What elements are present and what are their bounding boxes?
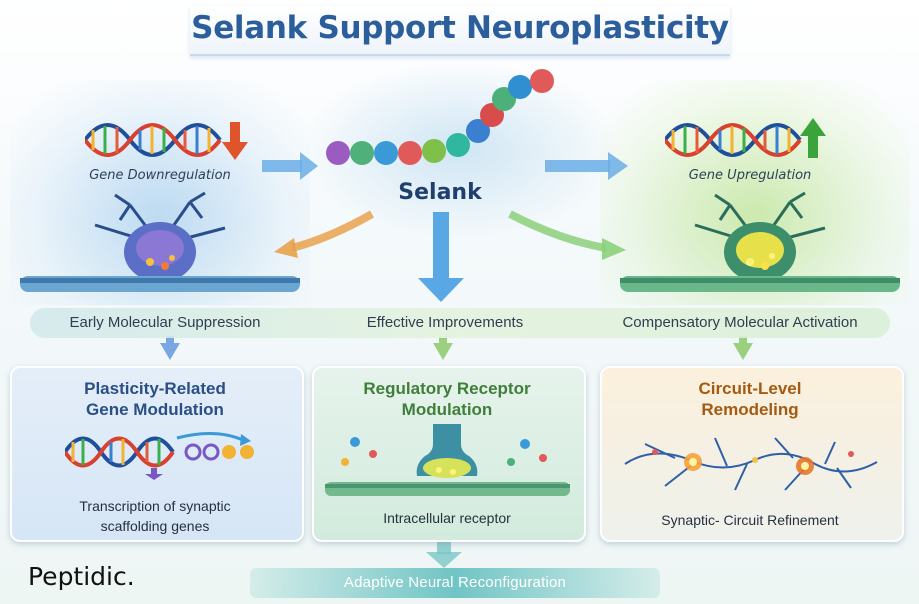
card-3-title-1: Circuit-Level [698, 379, 802, 398]
down-arrow-icon [222, 122, 248, 160]
dna-helix-icon [65, 431, 254, 480]
card-2-text-1: Intracellular receptor [383, 510, 511, 526]
arrow-selank-to-right [545, 152, 628, 180]
neuron-synapse-icon [325, 424, 570, 496]
card-gene-modulation [10, 366, 304, 542]
up-arrow-icon [800, 118, 826, 158]
title-banner [190, 6, 730, 56]
right-panel-label: Gene Upregulation [688, 168, 812, 183]
dna-helix-icon [665, 123, 802, 157]
neuron-network-icon [624, 437, 878, 491]
card-2-title-2: Modulation [401, 400, 493, 419]
card-3-text-1: Synaptic- Circuit Refinement [661, 512, 839, 528]
neuron-synapse-icon [620, 191, 900, 292]
brand-logo: Peptidic. [28, 562, 135, 591]
stage-band [30, 308, 890, 338]
left-panel-label: Gene Downregulation [89, 168, 231, 183]
band-center-label: Effective Improvements [366, 314, 524, 331]
selank-label: Selank [398, 180, 482, 205]
arrow-to-left-neuron [290, 210, 374, 252]
card-1-text-1: Transcription of synaptic [79, 498, 231, 514]
neuron-synapse-icon [20, 191, 300, 292]
dna-helix-icon [85, 123, 222, 157]
band-left-label: Early Molecular Suppression [69, 314, 261, 331]
arrow-left-to-selank [262, 152, 318, 180]
card-1-title-2: Gene Modulation [86, 400, 224, 419]
peptide-chain-icon [326, 69, 554, 165]
card-1-text-2: scaffolding genes [100, 518, 210, 534]
card-2-title-1: Regulatory Receptor [363, 379, 531, 398]
card-1-title-1: Plasticity-Related [84, 379, 226, 398]
card-3-title-2: Remodeling [701, 400, 799, 419]
arrow-to-right-neuron [508, 210, 607, 252]
band-right-label: Compensatory Molecular Activation [622, 314, 858, 331]
footer-bar [250, 568, 660, 598]
footer-label: Adaptive Neural Reconfiguration [343, 574, 567, 591]
page-title: Selank Support Neuroplasticity [191, 10, 729, 46]
arrow-selank-down [418, 212, 464, 302]
